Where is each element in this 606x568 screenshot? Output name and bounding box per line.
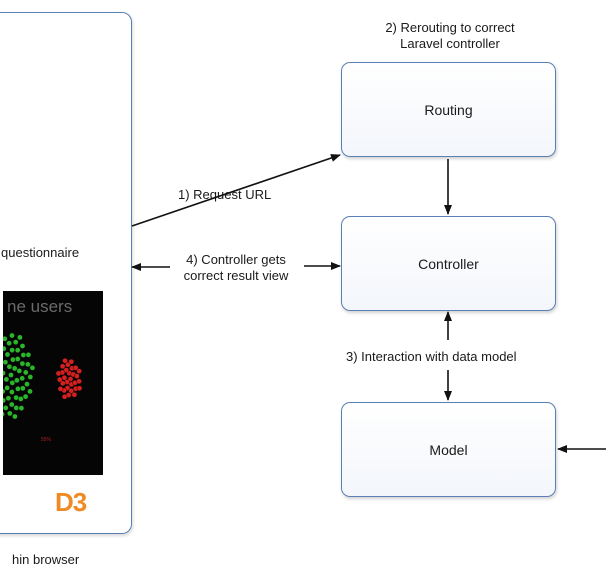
request-url-arrow <box>132 155 340 226</box>
